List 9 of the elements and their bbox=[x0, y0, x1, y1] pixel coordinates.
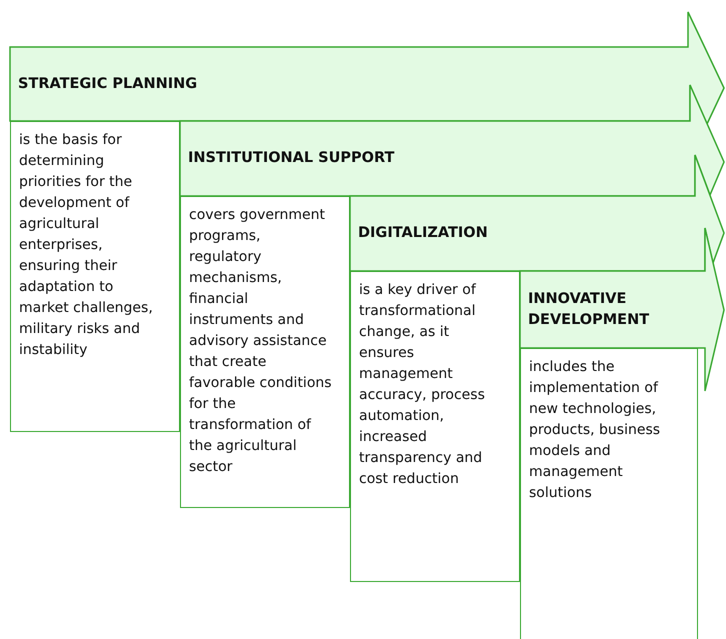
description-box: is a key driver of transformational change, as it ensures management accuracy, process automation, increased transparency and cost reduction bbox=[350, 271, 520, 582]
description-box: is the basis for determining priorities for the development of agricultural enterprises, ensuring their adaptation to market challenges, military risks and instability bbox=[10, 121, 180, 432]
stage-heading: INNOVATIVE DEVELOPMENT bbox=[528, 290, 650, 330]
description-box: includes the implementation of new technologies, products, business models and management solutions bbox=[520, 348, 698, 639]
stage-heading: DIGITALIZATION bbox=[358, 224, 488, 243]
arrow-banner bbox=[10, 12, 724, 124]
stage-heading: STRATEGIC PLANNING bbox=[18, 74, 198, 94]
stage-heading: INSTITUTIONAL SUPPORT bbox=[188, 149, 394, 168]
description-box: covers government programs, regulatory mechanisms, financial instruments and advisory assistance that create favorable conditions for the transformation of the agricultural sector bbox=[180, 196, 350, 508]
